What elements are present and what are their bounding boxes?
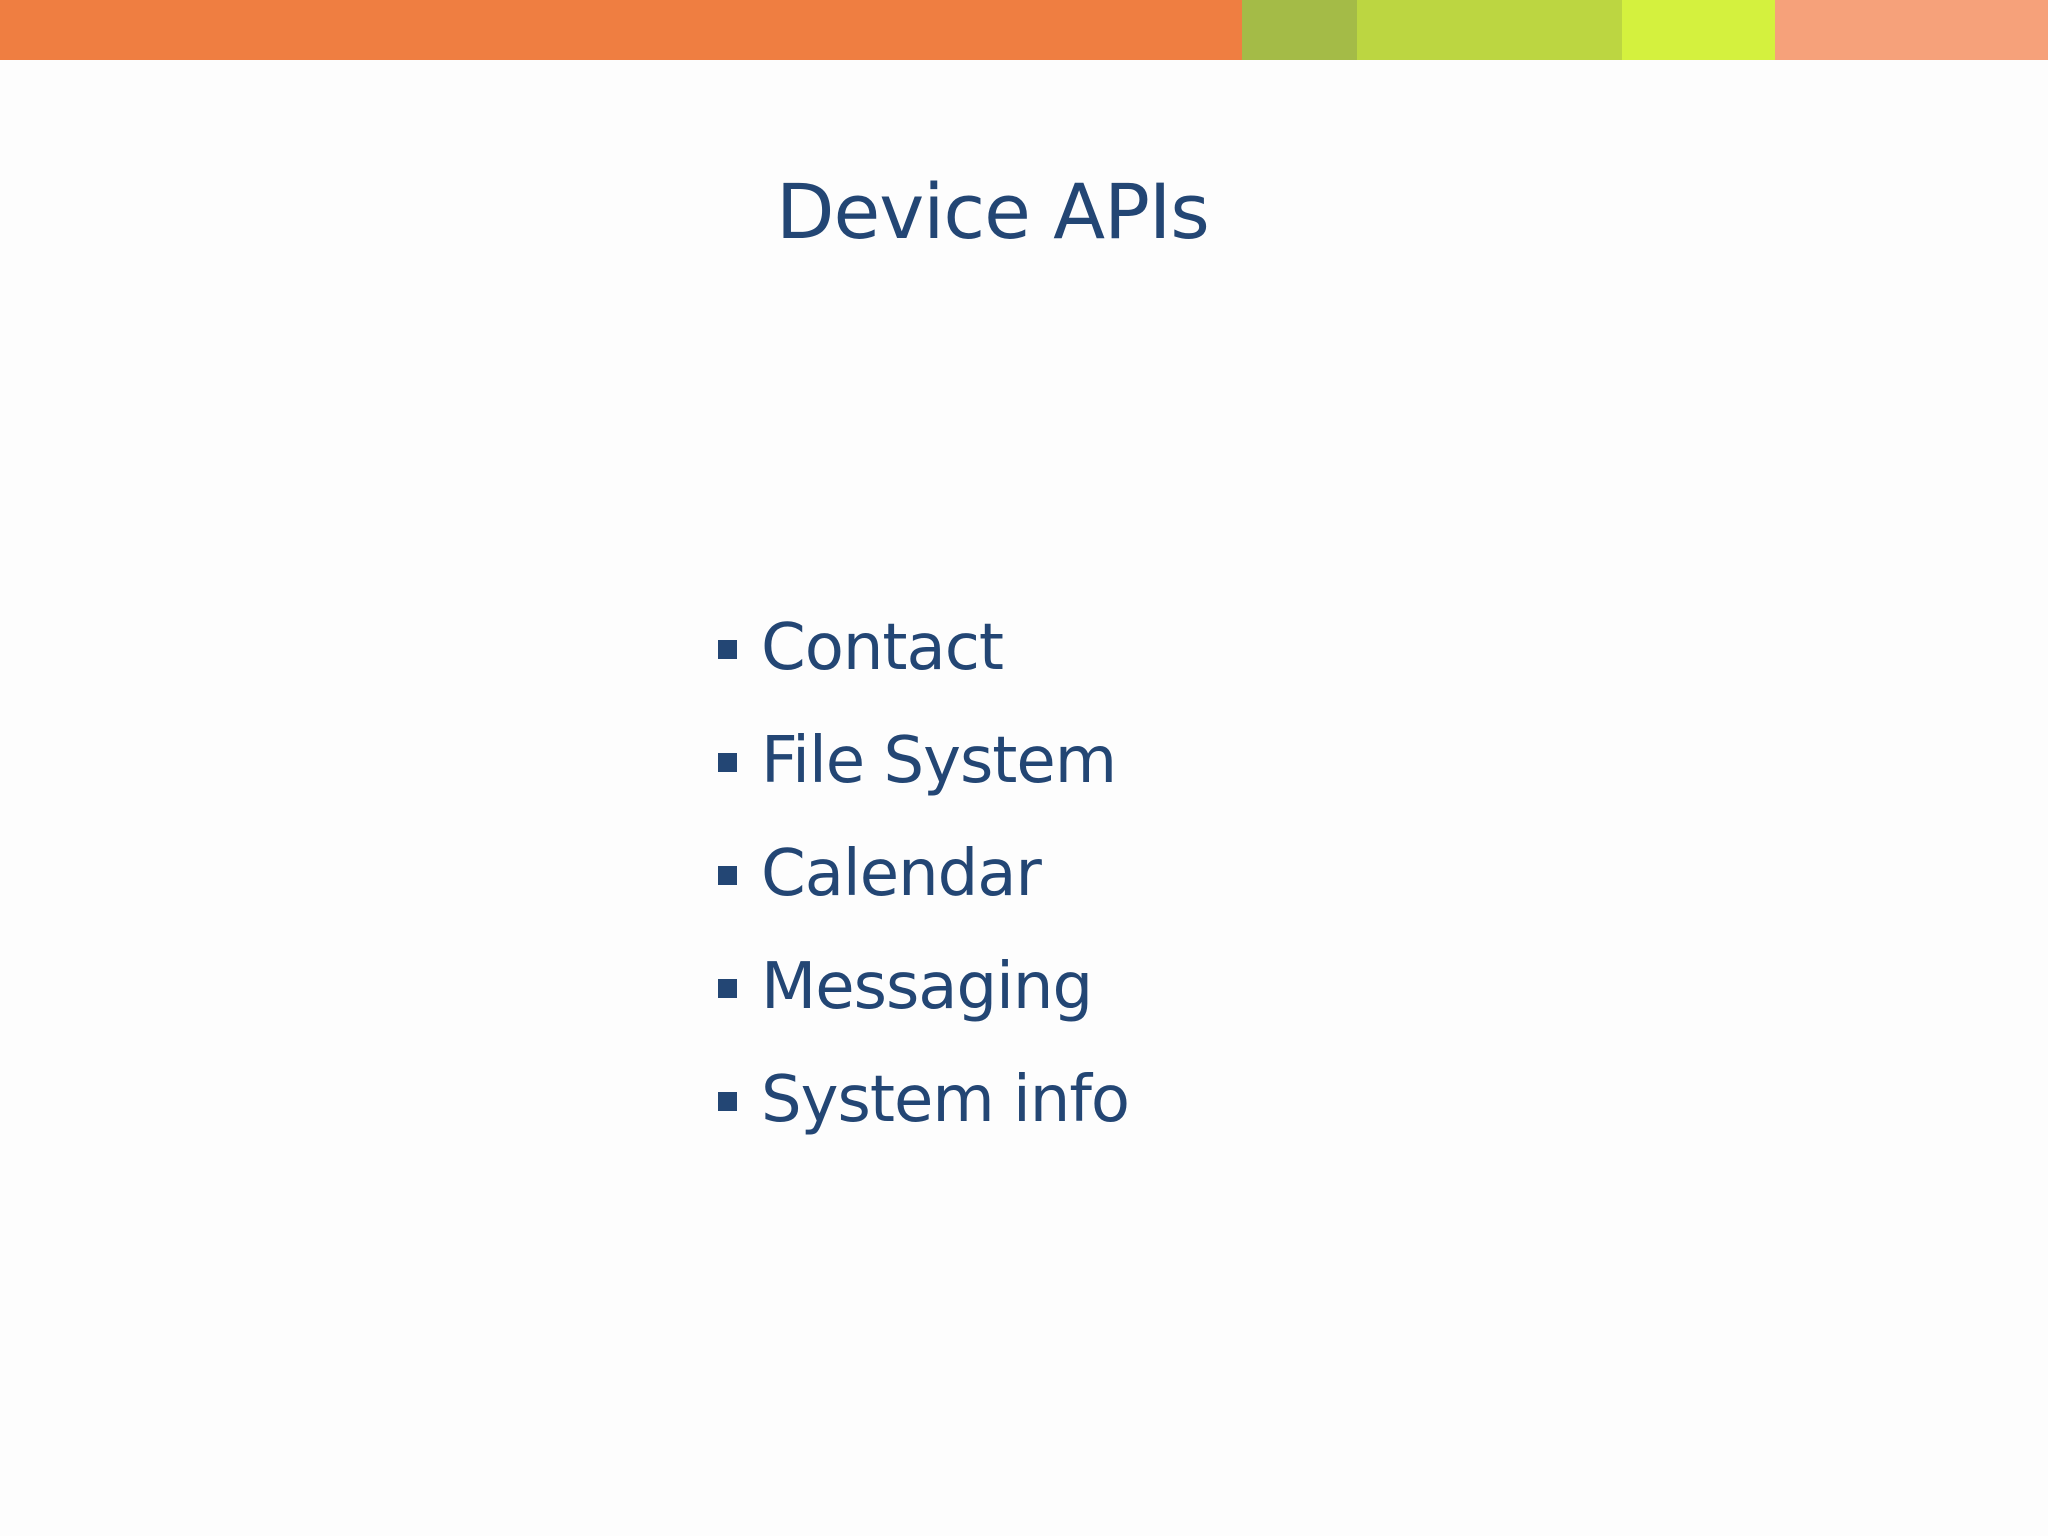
- band-segment-peach: [1775, 0, 2048, 60]
- band-segment-orange: [0, 0, 1242, 60]
- list-item: Messaging: [718, 930, 1129, 1043]
- top-color-band: [0, 0, 2048, 60]
- list-item: Calendar: [718, 817, 1129, 930]
- bullet-text: Messaging: [761, 949, 1093, 1024]
- list-item: System info: [718, 1043, 1130, 1156]
- list-item: File System: [718, 704, 1129, 817]
- bullet-text: Calendar: [761, 836, 1042, 911]
- square-bullet-icon: [718, 1092, 737, 1111]
- bullet-list: Contact File System Calendar Messaging S…: [718, 591, 1130, 1156]
- square-bullet-icon: [718, 640, 737, 659]
- band-segment-olive: [1242, 0, 1357, 60]
- bullet-text: System info: [761, 1062, 1130, 1137]
- bullet-text: Contact: [761, 610, 1004, 685]
- bullet-text: File System: [761, 723, 1117, 798]
- square-bullet-icon: [718, 866, 737, 885]
- band-segment-green: [1357, 0, 1622, 60]
- band-segment-lime: [1622, 0, 1775, 60]
- list-item: Contact: [718, 591, 1129, 704]
- square-bullet-icon: [718, 753, 737, 772]
- square-bullet-icon: [718, 979, 737, 998]
- slide-title: Device APIs: [776, 167, 1210, 256]
